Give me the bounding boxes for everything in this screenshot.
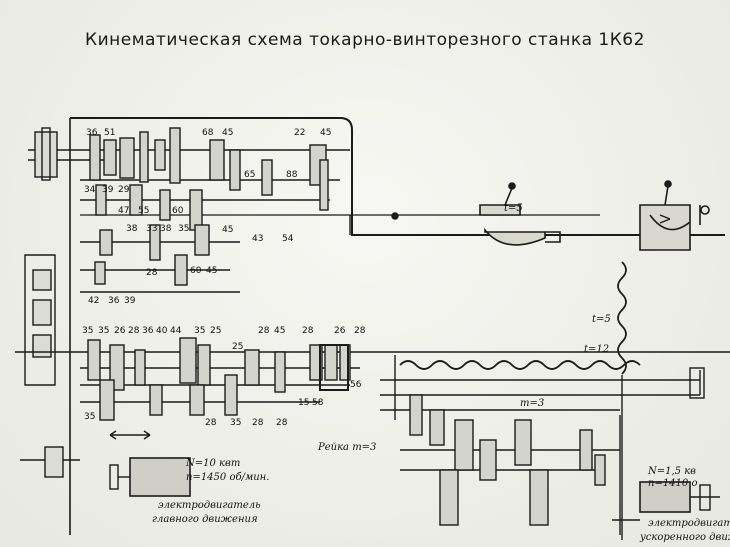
gear-label: 35 [82,326,94,336]
gear-label: 25 [232,342,244,352]
gear-label: 28 [258,326,270,336]
gear-label: 47 [118,206,130,216]
gear-label: 35 [84,412,96,422]
gear-label: 35 [230,418,242,428]
gear-label: 28 [302,326,314,336]
lead-screw [399,360,641,370]
tool-post [479,182,561,246]
gear-label: 45 [206,266,218,276]
gear-label: 43 [252,234,264,244]
tailstock [639,180,710,251]
gear-label: 35 [194,326,206,336]
motor-caption-line2: главного движения [152,514,258,525]
label-rack: Рейка m=3 [318,442,377,453]
motor-caption-line1: электродвигатель [158,500,261,511]
guitar-gear-train [24,254,56,386]
gear-label: 15 [298,398,310,408]
gear-label: 28 [128,326,140,336]
gear-label: 36 [142,326,154,336]
gear-label: 58 [312,398,324,408]
label-module: m=3 [520,398,545,409]
rapid-motor-power-label: N=1,5 кв [648,466,697,477]
gear-label: 34 [84,185,96,195]
motor-power-label: N=10 квт [186,458,241,469]
gear-label: 26 [334,326,346,336]
gear-label: 33 [146,224,158,234]
gear-label: 45 [274,326,286,336]
page-title: Кинематическая схема токарно-винторезног… [85,30,645,50]
gear-label: 60 [190,266,202,276]
gear-label: 38 [160,224,172,234]
gear-label: 54 [282,234,294,244]
label-t5-screw: t=5 [592,314,611,325]
gear-label: 28 [205,418,217,428]
main-motor [129,457,191,497]
gear-label: 36 [108,296,120,306]
gear-label: 28 [146,268,158,278]
rapid-motor [639,481,691,513]
gear-label: 45 [222,128,234,138]
gear-label: 51 [104,128,116,138]
gear-label: 39 [102,185,114,195]
gear-label: 56 [350,380,362,390]
gear-label: 45 [222,225,234,235]
gear-label: 88 [286,170,298,180]
gear-label: 28 [354,326,366,336]
gear-label: 22 [294,128,306,138]
gear-label: 35 [178,224,190,234]
gear-label: 55 [138,206,150,216]
headstock-housing [70,117,725,236]
gear-label: 39 [124,296,136,306]
gear-label: 28 [276,418,288,428]
gear-label: 38 [126,224,138,234]
gear-label: 44 [170,326,182,336]
rapid-motor-caption-line1: электродвигат [648,518,730,529]
gear-label: 28 [252,418,264,428]
label-t5-carriage: t=5 [504,203,523,214]
gear-label: 60 [172,206,184,216]
gear-label: 68 [202,128,214,138]
gear-label: 45 [320,128,332,138]
gear-label: 35 [98,326,110,336]
cross-slide-screw [617,261,627,375]
label-t12: t=12 [584,344,610,355]
gear-label: 36 [86,128,98,138]
rapid-motor-caption-line2: ускоренного движ [640,532,730,543]
gear-label: 26 [114,326,126,336]
gear-label: 25 [210,326,222,336]
tailstock-arrow [659,214,671,224]
gear-label: 29 [118,185,130,195]
rapid-motor-speed-label: n=1410 о [648,478,698,489]
gear-label: 40 [156,326,168,336]
gear-label: 42 [88,296,100,306]
gear-label: 65 [244,170,256,180]
motor-speed-label: n=1450 об/мин. [186,472,270,483]
